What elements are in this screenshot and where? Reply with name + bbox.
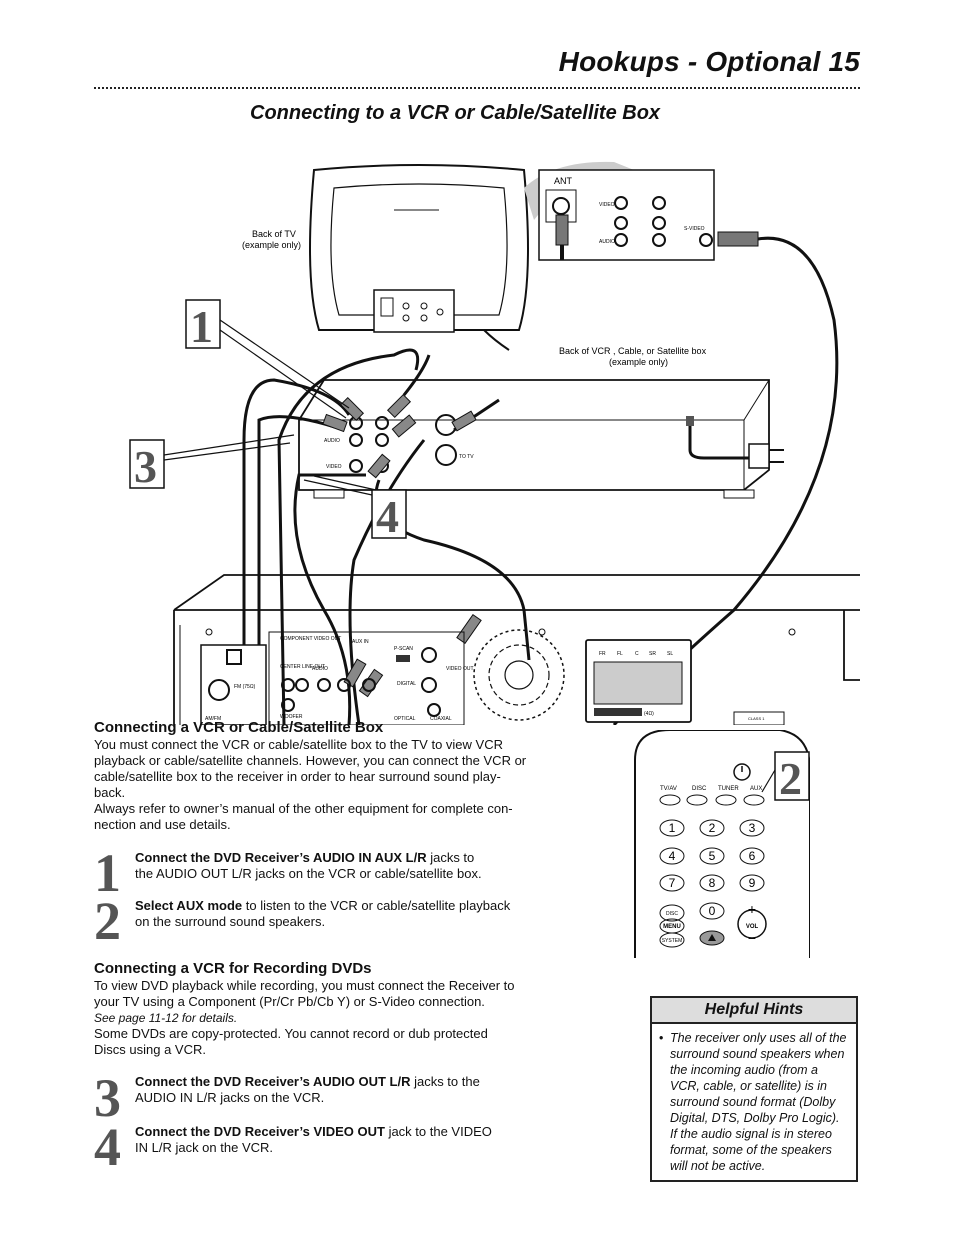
tv-label-line1: Back of TV xyxy=(252,229,296,239)
step-4-number: 4 xyxy=(94,1117,121,1177)
remote-key-6: 6 xyxy=(749,849,756,863)
rcv-center-label: CENTER LINE OUT xyxy=(280,664,325,670)
step-1-number: 1 xyxy=(94,843,121,903)
section-title: Connecting to a VCR or Cable/Satellite B… xyxy=(250,102,661,124)
rcv-component-label: COMPONENT VIDEO OUT xyxy=(280,636,341,642)
rcv-sr-label: SR xyxy=(649,651,656,657)
rcv-woofer-label: WOOFER xyxy=(280,714,303,720)
vcr-label-line2: (example only) xyxy=(609,357,668,367)
vcr-ant-label: ANT xyxy=(554,176,573,186)
remote-key-9: 9 xyxy=(749,876,756,890)
rcv-fm-label: FM (75Ω) xyxy=(234,684,256,690)
remote-control: TV/AV DISC TUNER AUX 1 2 3 4 5 6 7 8 9 0… xyxy=(634,730,810,958)
svg-text:−: − xyxy=(748,930,756,946)
vcr-audio-label: AUDIO xyxy=(324,438,340,444)
svg-text:3: 3 xyxy=(134,441,157,492)
remote-disc-label: DISC xyxy=(692,786,707,792)
rcv-class-label: CLASS 1 xyxy=(748,716,765,721)
remote-key-4: 4 xyxy=(669,849,676,863)
rcv-videoout-label: VIDEO OUT xyxy=(446,666,474,672)
rcv-c-label: C xyxy=(635,651,639,657)
step-3-text: Connect the DVD Receiver’s AUDIO OUT L/R… xyxy=(135,1074,480,1105)
hints-title: Helpful Hints xyxy=(652,998,856,1024)
step-3-number: 3 xyxy=(94,1068,121,1128)
tv-label-line2: (example only) xyxy=(242,240,301,250)
remote-tuner-label: TUNER xyxy=(718,786,739,792)
helpful-hints-box: Helpful Hints • The receiver only uses a… xyxy=(650,996,858,1182)
rcv-fl-label: FL xyxy=(617,651,623,657)
rcv-digital-label: DIGITAL xyxy=(397,681,416,687)
remote-key-3: 3 xyxy=(749,821,756,835)
rcv-fr-label: FR xyxy=(599,651,606,657)
part2-body: To view DVD playback while recording, yo… xyxy=(94,978,515,1057)
remote-key-7: 7 xyxy=(669,876,676,890)
step-2-number: 2 xyxy=(94,891,121,951)
remote-menu-label: MENU xyxy=(663,924,681,930)
part2-heading: Connecting a VCR for Recording DVDs xyxy=(94,960,372,977)
rcv-pscan-label: P-SCAN xyxy=(394,646,413,652)
rcv-optical-label: OPTICAL xyxy=(394,716,416,722)
hints-bullet: • xyxy=(659,1031,664,1045)
panel-video-label: VIDEO xyxy=(599,202,615,208)
remote-tvav-label: TV/AV xyxy=(660,786,677,792)
panel-svideo-label: S-VIDEO xyxy=(684,226,705,232)
part1-heading: Connecting a VCR or Cable/Satellite Box xyxy=(94,719,384,736)
hookup-diagram: Back of TV (example only) ANT VIDEO AUDI… xyxy=(129,161,860,725)
svg-text:1: 1 xyxy=(190,301,213,352)
vcr-label-line1: Back of VCR , Cable, or Satellite box xyxy=(559,346,707,356)
rcv-ohm-label: (4Ω) xyxy=(644,711,654,717)
svg-text:4: 4 xyxy=(376,491,399,542)
callout-4: 4 xyxy=(303,475,407,542)
receiver-illustration: AM/FM FM (75Ω) COMPONENT VIDEO OUT CENTE… xyxy=(173,574,860,725)
remote-disc-key-label: DISC xyxy=(666,911,678,917)
rcv-sl-label: SL xyxy=(667,651,673,657)
remote-key-2: 2 xyxy=(709,821,716,835)
rcv-coaxial-label: COAXIAL xyxy=(430,716,452,722)
rcv-auxin-label: AUX IN xyxy=(352,639,369,645)
svg-text:+: + xyxy=(748,901,756,917)
rcv-amfm-label: AM/FM xyxy=(205,716,221,722)
vcr-totv-label: TO TV xyxy=(459,454,474,460)
part1-body: You must connect the VCR or cable/satell… xyxy=(94,737,527,832)
remote-key-8: 8 xyxy=(709,876,716,890)
remote-key-0: 0 xyxy=(709,904,716,918)
hints-body: • The receiver only uses all of the surr… xyxy=(659,1031,847,1173)
step-1-text: Connect the DVD Receiver’s AUDIO IN AUX … xyxy=(135,850,482,881)
vcr-illustration: AUDIO VIDEO TO TV xyxy=(298,379,784,499)
vcr-video-label: VIDEO xyxy=(326,464,342,470)
header-divider xyxy=(94,87,860,89)
tv-illustration xyxy=(309,164,529,351)
remote-system-label: SYSTEM xyxy=(662,938,683,944)
page-title: Hookups - Optional 15 xyxy=(558,46,860,77)
panel-audio-label: AUDIO xyxy=(599,239,615,245)
step-2-text: Select AUX mode to listen to the VCR or … xyxy=(135,898,511,929)
step-4-text: Connect the DVD Receiver’s VIDEO OUT jac… xyxy=(135,1124,492,1155)
remote-key-1: 1 xyxy=(669,821,676,835)
callout-2: 2 xyxy=(779,753,802,804)
callout-3: 3 xyxy=(129,434,295,492)
remote-key-5: 5 xyxy=(709,849,716,863)
remote-aux-label: AUX xyxy=(750,786,762,792)
see-page-note: See page 11-12 for details. xyxy=(94,1011,238,1025)
rcv-audio-label: AUDIO xyxy=(312,666,328,672)
remote-vol-label: VOL xyxy=(746,924,759,930)
callout-1: 1 xyxy=(185,299,350,419)
